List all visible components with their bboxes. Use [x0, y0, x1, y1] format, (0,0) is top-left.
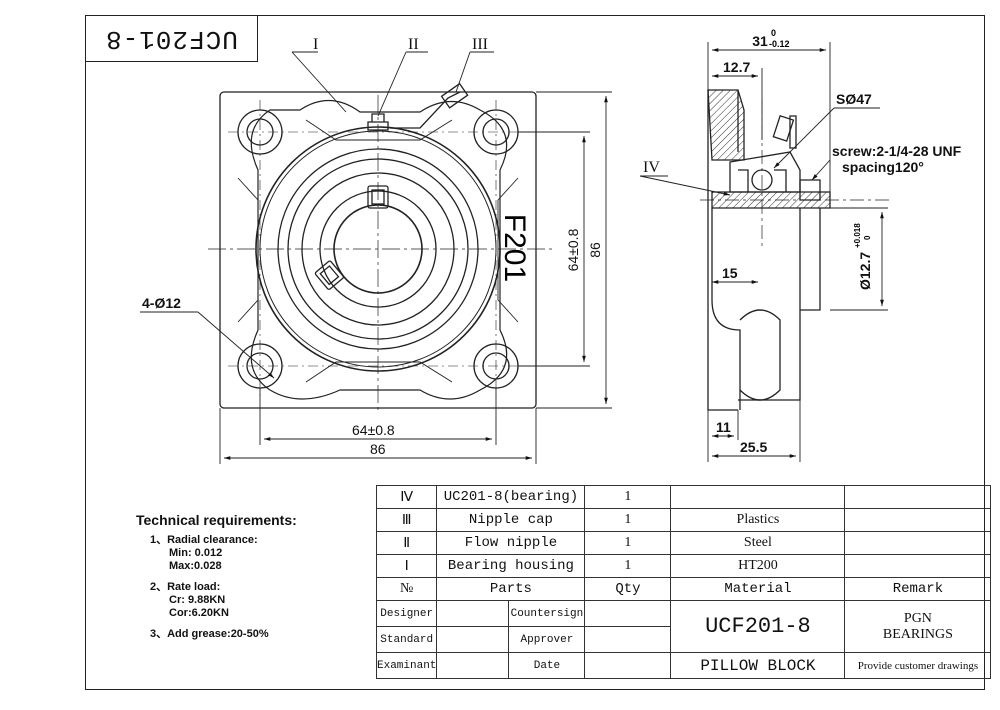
tech-item-2-line-2: Cor:6.20KN	[169, 607, 229, 619]
bom-no: Ⅳ	[375, 485, 438, 509]
bom-row: Ⅲ Nipple cap 1 Plastics	[375, 508, 992, 532]
bom-material: HT200	[670, 554, 846, 578]
standard-label: Standard	[375, 626, 438, 653]
tech-item-1-line-1: Min: 0.012	[169, 547, 223, 559]
product-type: PILLOW BLOCK	[670, 652, 846, 679]
tech-item-1-line-2: Max:0.028	[169, 560, 222, 572]
tech-item-1: 1、Radial clearance:	[150, 534, 258, 546]
tech-item-2: 2、Rate load:	[150, 581, 221, 593]
bill-of-materials: Ⅳ UC201-8(bearing) 1 Ⅲ Nipple cap 1 Plas…	[375, 485, 992, 679]
bom-header-material: Material	[670, 577, 846, 601]
center-label: F201	[498, 214, 531, 282]
dim-width-outer: 86	[370, 441, 386, 457]
bom-header-qty: Qty	[584, 577, 672, 601]
bom-no: Ⅰ	[375, 554, 438, 578]
side-view	[700, 89, 890, 411]
dim-offset: 12.7	[723, 59, 750, 75]
bom-qty: 1	[584, 554, 672, 578]
dim-11: 11	[716, 419, 731, 435]
company-line-1: PGN	[903, 610, 932, 626]
bom-header-remark: Remark	[844, 577, 992, 601]
tech-item-2-line-1: Cr: 9.88KN	[169, 594, 226, 606]
bom-header-no: №	[375, 577, 438, 601]
bom-qty: 1	[584, 485, 672, 509]
dim-width-inner: 64±0.8	[352, 422, 395, 438]
dim-bore-tol-upper: +0.018	[853, 223, 862, 248]
callout-IV: IV	[643, 159, 660, 176]
bom-remark	[844, 531, 992, 555]
housing-contour	[250, 99, 508, 400]
company: PGN BEARINGS	[844, 600, 992, 653]
dim-height-inner: 64±0.8	[565, 228, 581, 271]
bom-no: Ⅲ	[375, 508, 438, 532]
dim-bore-tol-lower: 0	[863, 235, 872, 240]
dim-top-tol-lower: -0.12	[769, 39, 790, 49]
designer-label: Designer	[375, 600, 438, 627]
screw-line-2: spacing120°	[842, 159, 924, 175]
sphere-dim: SØ47	[836, 91, 872, 107]
dim-25-5: 25.5	[740, 439, 767, 455]
dim-top-main: 31	[752, 33, 768, 49]
bom-part: UC201-8(bearing)	[436, 485, 586, 509]
bom-no: Ⅱ	[375, 531, 438, 555]
drawing-frame	[85, 15, 985, 690]
bolt-hole-label: 4-Ø12	[142, 295, 181, 311]
bom-row: Ⅳ UC201-8(bearing) 1	[375, 485, 992, 509]
dim-top-tol-upper: 0	[771, 28, 776, 38]
dim-height-outer: 86	[587, 242, 603, 258]
examinant-label: Examinant	[375, 652, 438, 679]
bom-part: Flow nipple	[436, 531, 586, 555]
bom-material: Plastics	[670, 508, 846, 532]
screw-line-1: screw:2-1/4-28 UNF	[832, 143, 962, 159]
customer-note: Provide customer drawings	[844, 652, 992, 679]
bom-part: Bearing housing	[436, 554, 586, 578]
bom-remark	[844, 554, 992, 578]
dim-bore-main: Ø12.7	[857, 252, 873, 290]
bom-row: Ⅱ Flow nipple 1 Steel	[375, 531, 992, 555]
title-block: UCF201-8	[86, 16, 258, 62]
bom-remark	[844, 508, 992, 532]
bom-qty: 1	[584, 531, 672, 555]
dim-15: 15	[722, 265, 738, 281]
bom-header-parts: Parts	[436, 577, 586, 601]
front-view	[208, 82, 556, 410]
callout-III: III	[472, 36, 488, 53]
technical-requirements: Technical requirements: 1、Radial clearan…	[136, 512, 297, 641]
model-code: UCF201-8	[670, 600, 846, 653]
company-line-2: BEARINGS	[882, 626, 953, 642]
countersign-label: Countersign	[508, 600, 586, 627]
bom-material	[670, 485, 846, 509]
bom-remark	[844, 485, 992, 509]
bom-row: Ⅰ Bearing housing 1 HT200	[375, 554, 992, 578]
bom-qty: 1	[584, 508, 672, 532]
approver-label: Approver	[508, 626, 586, 653]
date-label: Date	[508, 652, 586, 679]
bom-part: Nipple cap	[436, 508, 586, 532]
tech-item-3: 3、Add grease:20-50%	[150, 628, 269, 640]
callout-I: I	[313, 36, 318, 53]
bom-material: Steel	[670, 531, 846, 555]
callout-II: II	[408, 36, 419, 53]
bom-header: № Parts Qty Material Remark	[375, 577, 992, 601]
technical-title: Technical requirements:	[136, 512, 297, 528]
